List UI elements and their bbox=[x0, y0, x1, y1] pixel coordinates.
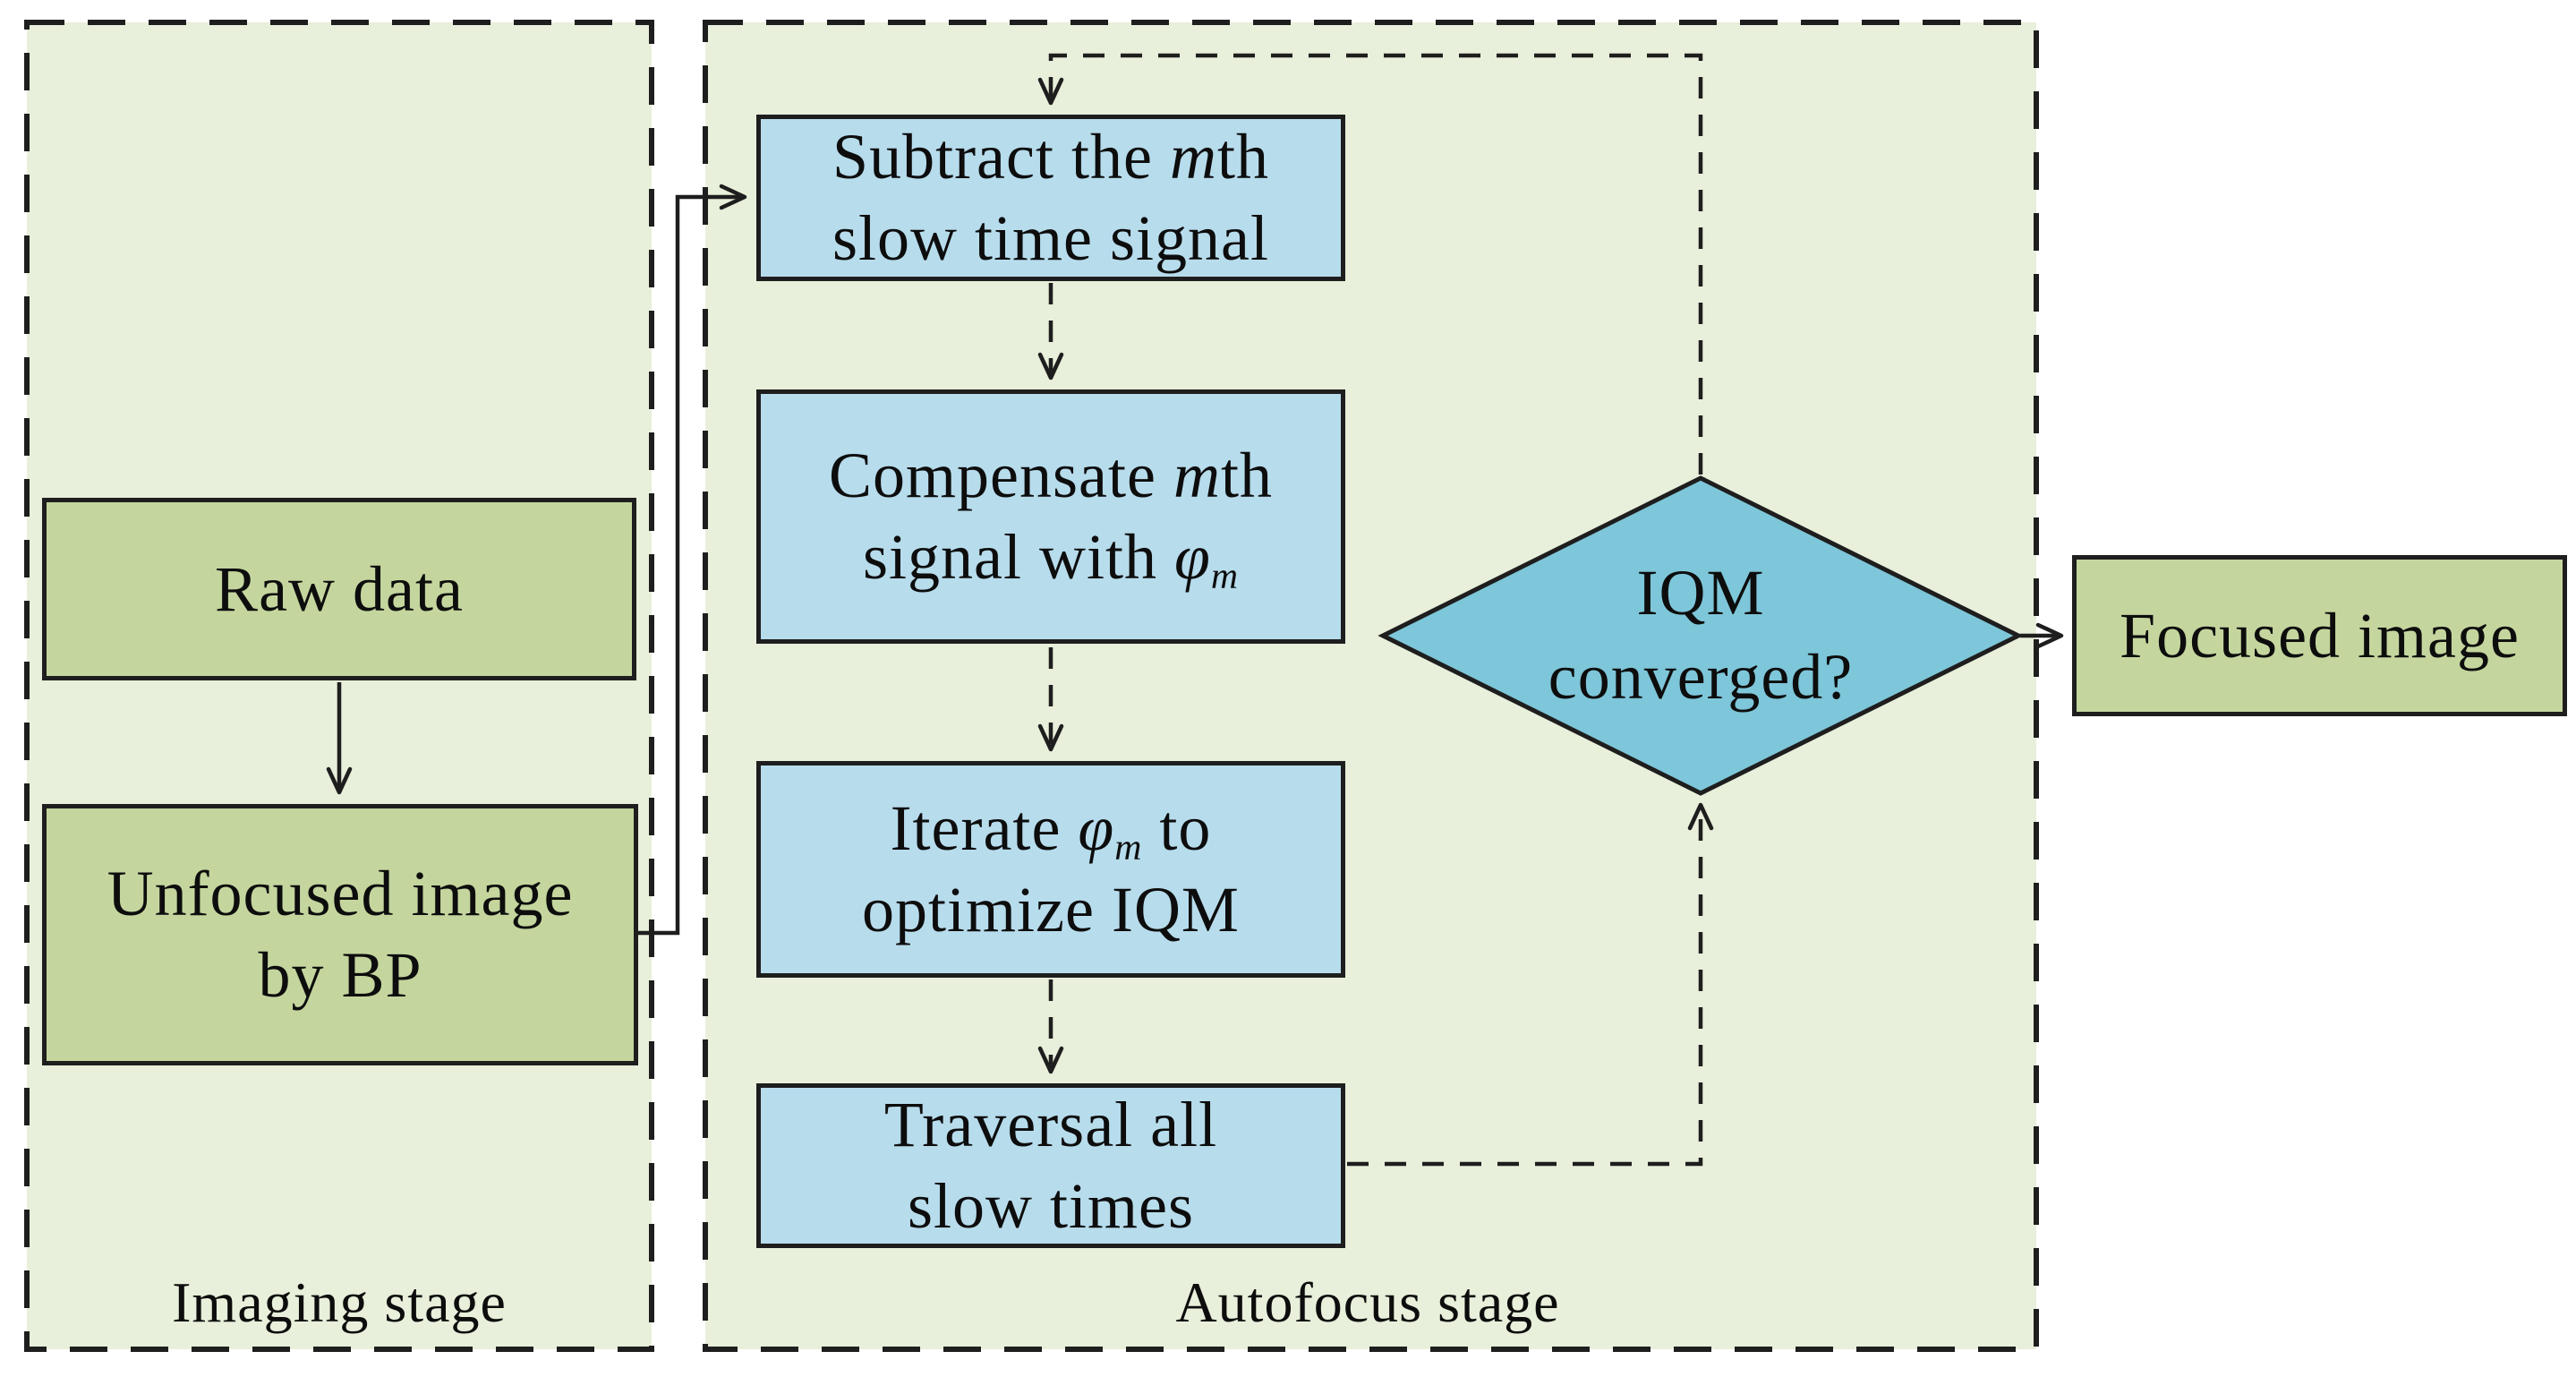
node-focused-image: Focused image bbox=[2072, 555, 2567, 716]
node-traversal-slow-times: Traversal all slow times bbox=[756, 1083, 1345, 1248]
decision-diamond bbox=[1378, 475, 2024, 796]
compensate-line1-m: m bbox=[1173, 440, 1221, 512]
subtract-line1-th: th bbox=[1216, 121, 1269, 193]
node-compensate-signal: Compensate mth signal with φm bbox=[756, 389, 1345, 644]
subtract-line2: slow time signal bbox=[832, 202, 1269, 274]
arrow-unfocused-to-subtract bbox=[638, 184, 747, 936]
traversal-line2: slow times bbox=[907, 1170, 1194, 1242]
compensate-phi-subscript-m: m bbox=[1210, 555, 1239, 597]
compensate-line1-text: Compensate bbox=[829, 440, 1173, 512]
unfocused-image-line2: by BP bbox=[258, 939, 422, 1011]
unfocused-image-line1: Unfocused image bbox=[107, 858, 574, 930]
arrow-traversal-to-diamond bbox=[1347, 802, 1714, 1167]
decision-diamond-label: IQM converged? bbox=[1486, 537, 1915, 734]
node-iterate-optimize: Iterate φm to optimize IQM bbox=[756, 761, 1345, 978]
subtract-line1-text: Subtract the bbox=[832, 121, 1170, 193]
node-subtract-signal: Subtract the mth slow time signal bbox=[756, 115, 1345, 281]
iterate-line1-to: to bbox=[1142, 792, 1212, 865]
imaging-stage-label: Imaging stage bbox=[172, 1270, 507, 1334]
decision-line2: converged? bbox=[1548, 641, 1854, 713]
iterate-line1-text: Iterate bbox=[890, 792, 1079, 865]
node-raw-data: Raw data bbox=[42, 498, 636, 680]
compensate-phi-symbol: φ bbox=[1174, 521, 1211, 593]
iterate-phi-subscript-m: m bbox=[1114, 826, 1143, 868]
compensate-line2: signal with φm bbox=[863, 517, 1239, 598]
compensate-line1-th: th bbox=[1220, 440, 1273, 512]
decision-line1: IQM bbox=[1636, 557, 1765, 629]
autofocus-stage-label: Autofocus stage bbox=[1175, 1270, 1560, 1334]
subtract-line1-m: m bbox=[1169, 121, 1217, 193]
iterate-line1: Iterate φm to bbox=[891, 788, 1212, 869]
compensate-phi-subscript: m bbox=[1211, 555, 1239, 596]
node-unfocused-image: Unfocused image by BP bbox=[42, 804, 638, 1065]
focused-image-label: Focused image bbox=[2120, 599, 2520, 671]
subtract-line1: Subtract the mth bbox=[832, 116, 1269, 198]
iterate-phi-subscript: m bbox=[1114, 827, 1142, 868]
feedback-arrow-diamond-to-subtract bbox=[1037, 53, 1703, 475]
traversal-line1: Traversal all bbox=[883, 1089, 1218, 1161]
compensate-line2-text: signal with bbox=[863, 521, 1174, 593]
compensate-line1: Compensate mth bbox=[829, 435, 1273, 517]
raw-data-label: Raw data bbox=[215, 552, 464, 625]
iterate-line2: optimize IQM bbox=[862, 874, 1240, 945]
iterate-phi-symbol: φ bbox=[1078, 792, 1115, 865]
